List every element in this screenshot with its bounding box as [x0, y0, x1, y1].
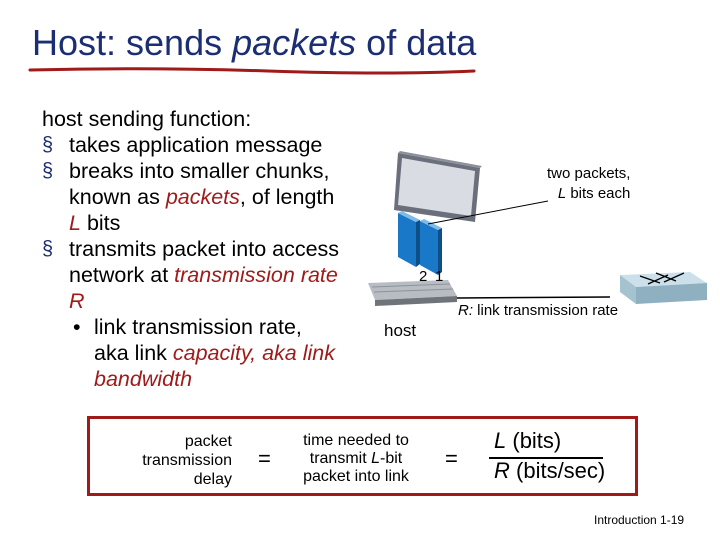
- packet-2-label: 2: [419, 268, 428, 285]
- equals-sign: =: [445, 446, 458, 471]
- packet-1-icon: [420, 219, 442, 275]
- sub-bullet-item: link transmission rate, aka link capacit…: [42, 314, 342, 392]
- formula-box: [87, 416, 638, 496]
- switch-icon: [620, 272, 707, 304]
- bullet-lead: host sending function:: [42, 107, 252, 131]
- slide-footer: Introduction 1-19: [594, 513, 685, 527]
- packet-2-icon: [398, 211, 420, 267]
- fraction-bar: [489, 457, 603, 459]
- note-pointer-line: [427, 200, 549, 225]
- access-link-line: [456, 296, 611, 299]
- host-label: host: [384, 321, 417, 340]
- computer-monitor-icon: [394, 151, 482, 222]
- bullet-item: takes application message: [42, 132, 342, 158]
- slide-title: Host: sends packets of data: [32, 22, 477, 63]
- packets-note: two packets,L bits each: [547, 165, 631, 202]
- link-rate-label: R: link transmission rate: [458, 302, 619, 319]
- bullet-item: transmits packet into access network at …: [42, 236, 342, 314]
- title-underline: [28, 67, 476, 75]
- formula-middle-term: time needed to transmit L-bit packet int…: [303, 432, 409, 485]
- formula-denominator: R (bits/sec): [494, 458, 606, 483]
- keyboard-icon: [368, 280, 457, 306]
- equals-sign: =: [258, 446, 271, 471]
- packet-1-label: 1: [435, 268, 444, 285]
- bullet-list: host sending function: takes application…: [42, 106, 342, 392]
- bullet-item: breaks into smaller chunks, known as pac…: [42, 158, 342, 236]
- formula-numerator: L (bits): [494, 428, 562, 453]
